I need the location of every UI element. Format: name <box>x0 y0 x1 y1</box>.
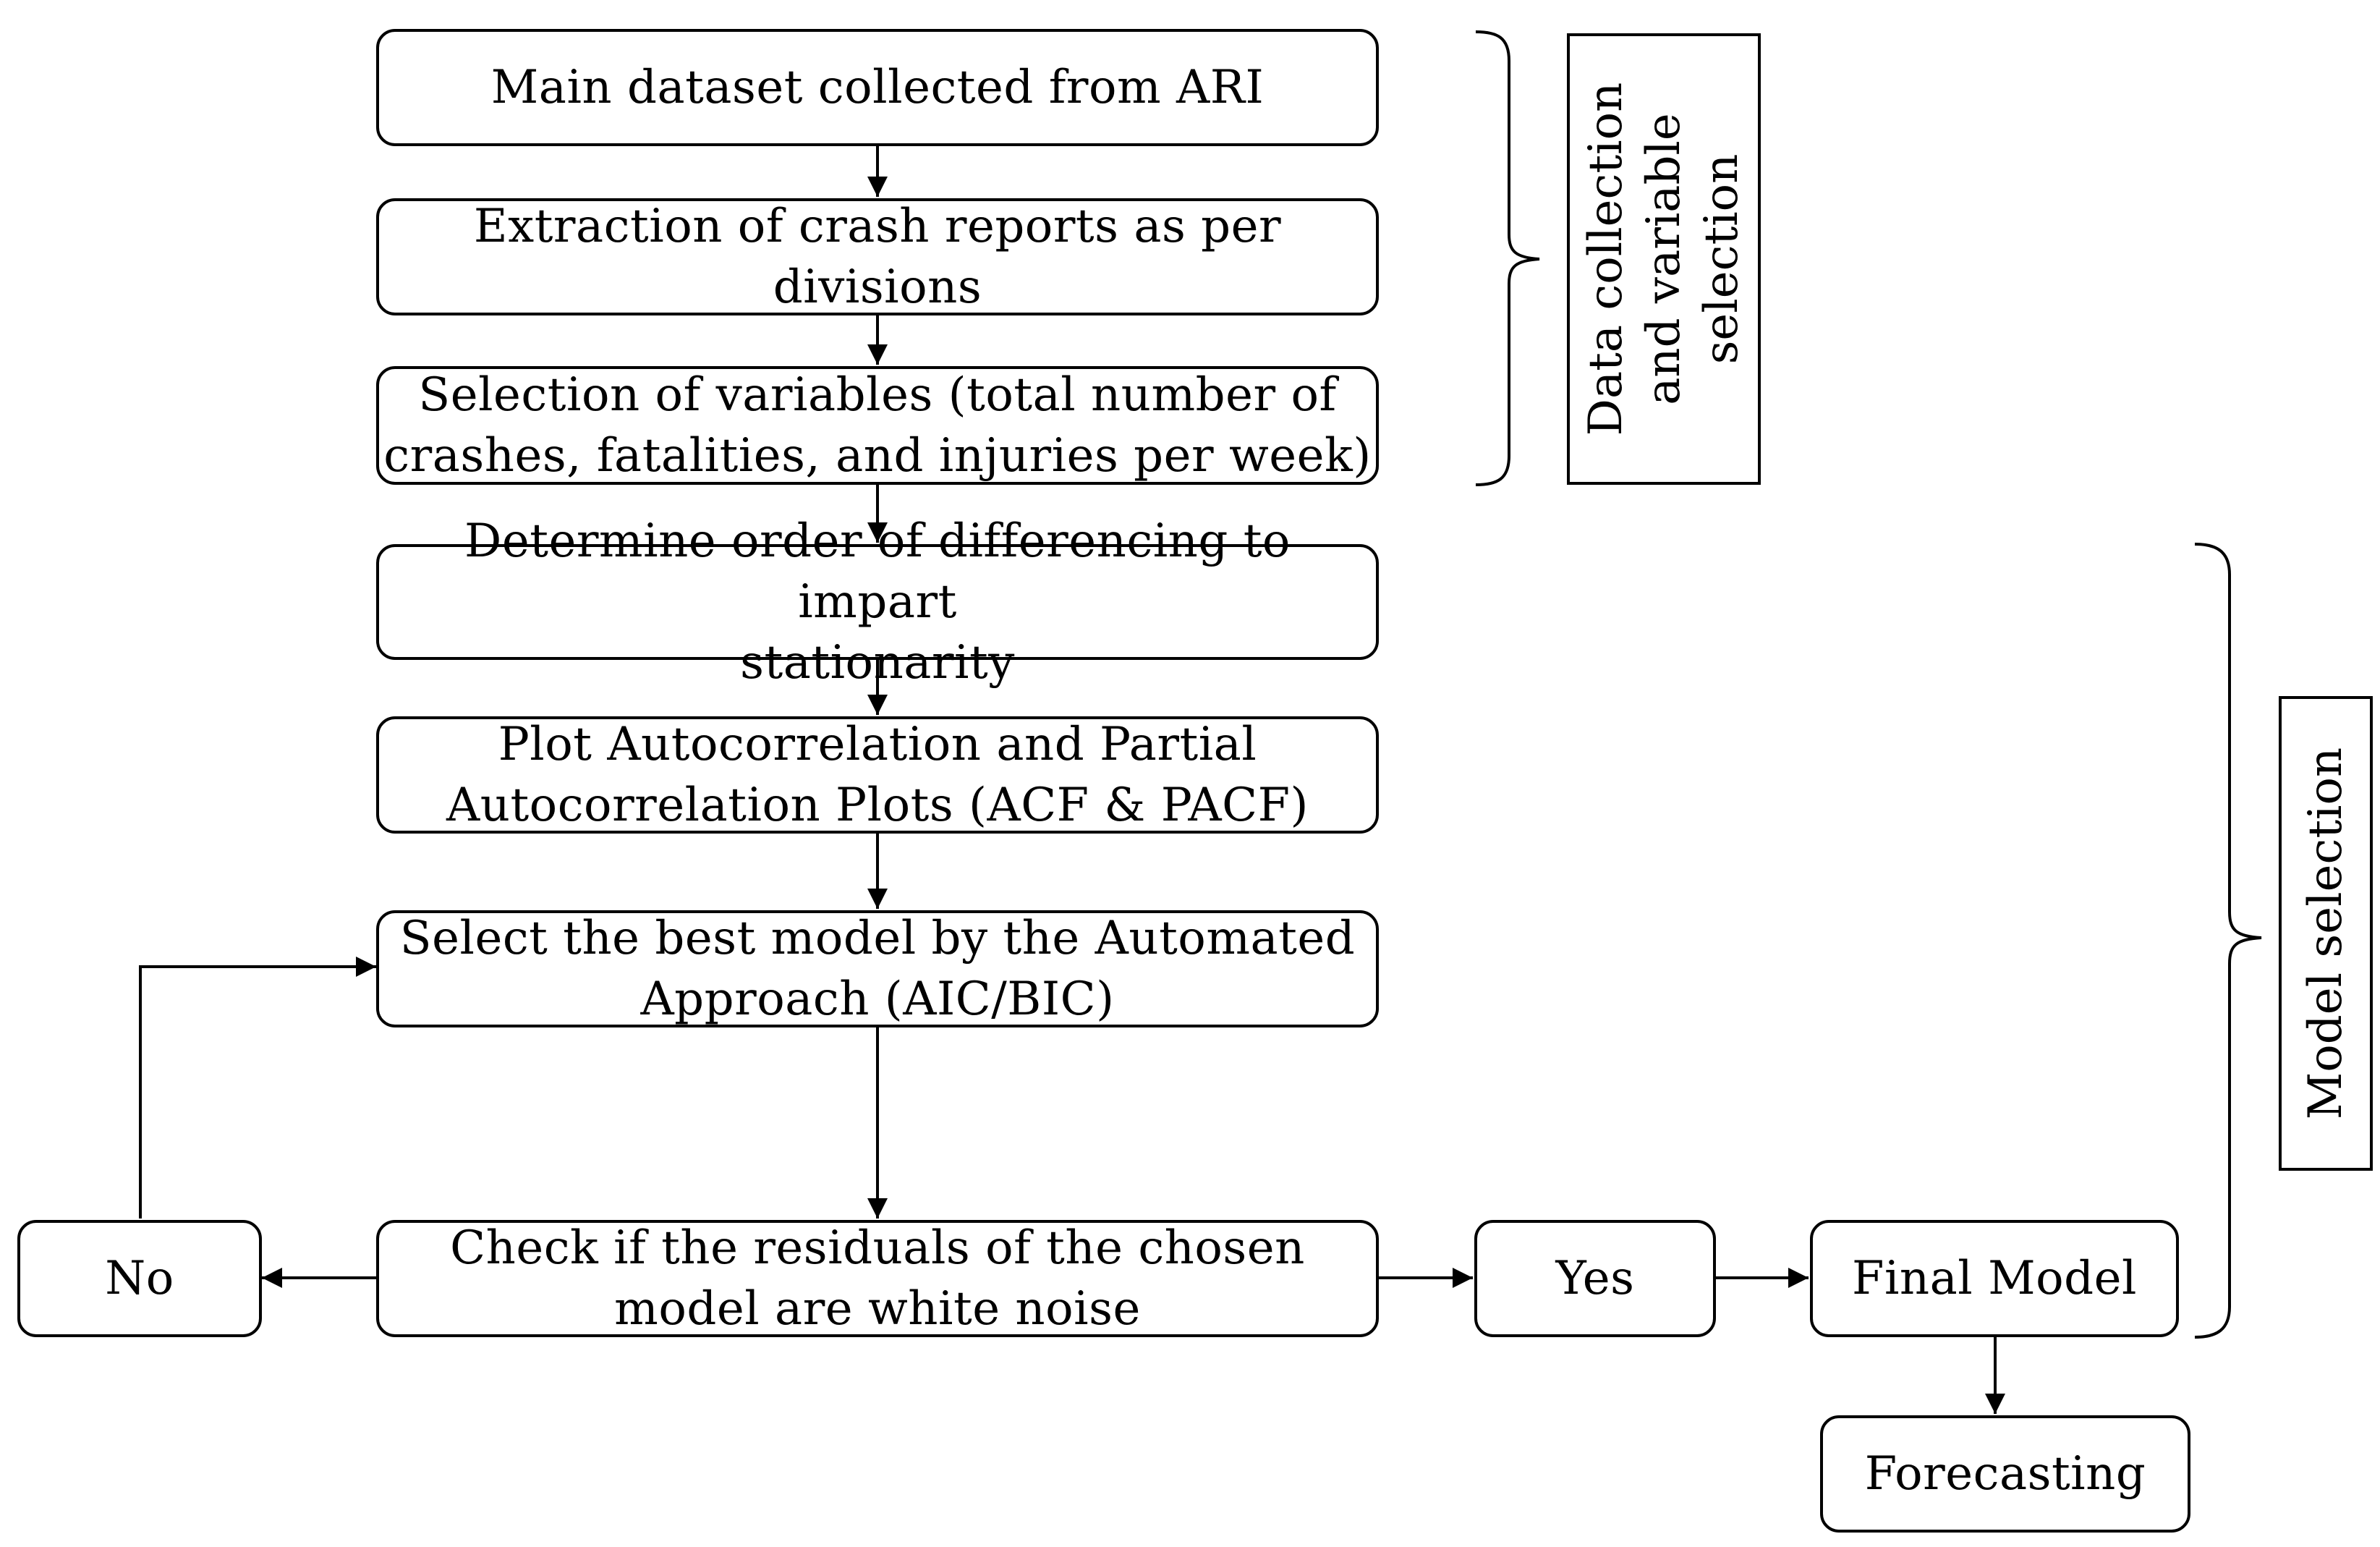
final-model-text: Final Model <box>1852 1252 2137 1305</box>
step-differencing-line2: stationarity <box>740 636 1015 690</box>
step-differencing: Determine order of differencing to impar… <box>376 514 1379 690</box>
step-check-residuals-line2: model are white noise <box>614 1282 1141 1336</box>
step-extraction-line2: divisions <box>773 260 982 314</box>
group-data-line1: Data collection <box>1579 82 1633 436</box>
step-variable-selection: Selection of variables (total number of c… <box>376 366 1379 485</box>
step-select-model-line2: Approach (AIC/BIC) <box>640 972 1115 1026</box>
step-main-dataset-text: Main dataset collected from ARI <box>490 61 1265 114</box>
step-extraction-line1: Extraction of crash reports as per <box>473 200 1282 253</box>
forecasting-text: Forecasting <box>1864 1447 2146 1501</box>
brace-data-collection <box>1475 30 1540 486</box>
step-variable-selection-line2: crashes, fatalities, and injuries per we… <box>383 429 1372 483</box>
step-extraction: Extraction of crash reports as per divisi… <box>376 198 1379 315</box>
forecasting: Forecasting <box>1820 1415 2190 1533</box>
step-check-residuals-line1: Check if the residuals of the chosen <box>450 1221 1305 1275</box>
group-label-model-selection: Model selection <box>2279 696 2373 1171</box>
decision-yes: Yes <box>1474 1220 1716 1337</box>
group-label-data-collection: Data collection and variable selection <box>1567 33 1761 485</box>
step-variable-selection-line1: Selection of variables (total number of <box>418 368 1337 422</box>
arrow-no-loop <box>139 957 376 1218</box>
decision-yes-text: Yes <box>1555 1252 1635 1305</box>
group-model-text: Model selection <box>2299 747 2353 1120</box>
group-data-line2: and variable <box>1637 113 1691 405</box>
final-model: Final Model <box>1810 1220 2179 1337</box>
step-acf-pacf-line1: Plot Autocorrelation and Partial <box>498 718 1257 771</box>
group-data-line3: selection <box>1695 153 1748 365</box>
step-select-model-line1: Select the best model by the Automated <box>399 912 1356 965</box>
step-check-residuals: Check if the residuals of the chosen mode… <box>376 1220 1379 1337</box>
brace-model-selection <box>2194 543 2262 1339</box>
decision-no: No <box>17 1220 262 1337</box>
step-main-dataset: Main dataset collected from ARI <box>376 29 1379 146</box>
step-differencing-line1: Determine order of differencing to impar… <box>464 514 1291 629</box>
step-acf-pacf-line2: Autocorrelation Plots (ACF & PACF) <box>446 779 1309 832</box>
decision-no-text: No <box>105 1252 174 1305</box>
